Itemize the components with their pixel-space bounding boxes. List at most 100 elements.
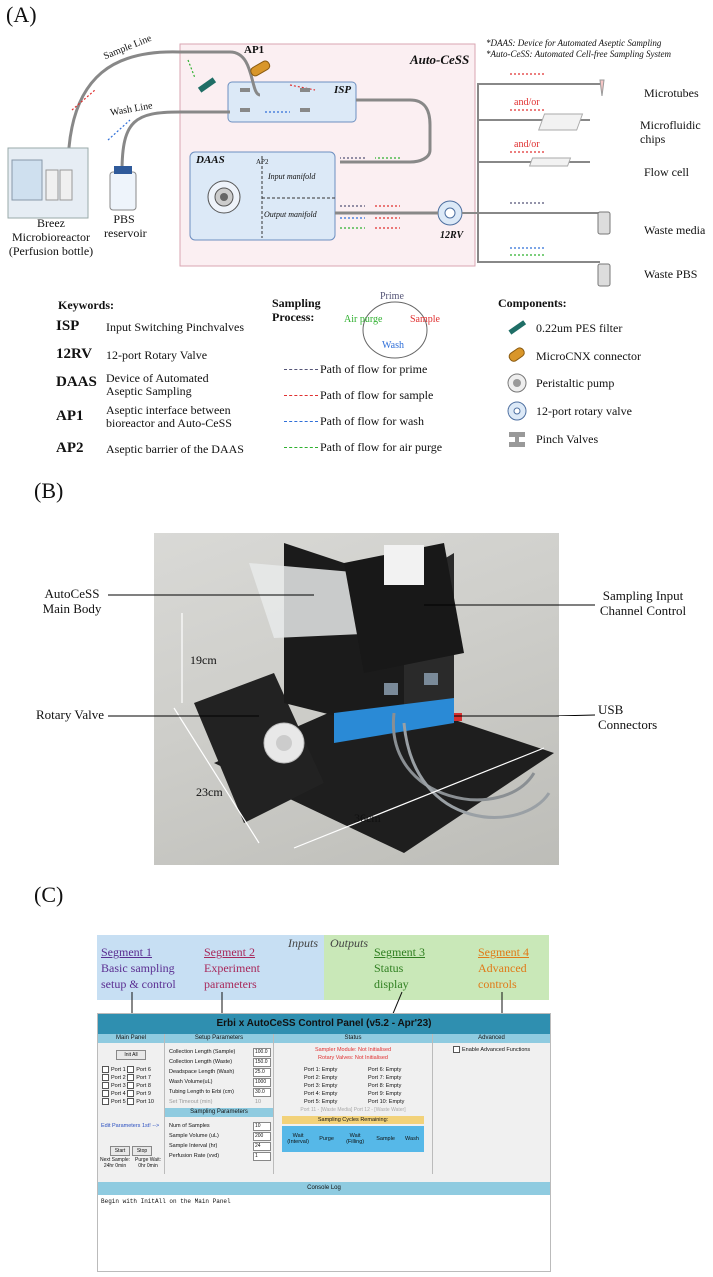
edit-parameters-link[interactable]: Edit Parameters 1st! --> (101, 1123, 160, 1129)
console-log[interactable]: Begin with InitAll on the Main Panel (98, 1195, 550, 1271)
daas-label: DAAS (196, 154, 225, 166)
rotary-valve-label: Rotary Valve (36, 707, 104, 722)
port-checkboxes: Port 1 Port 6 Port 2 Port 7 Port 3 Port … (102, 1066, 164, 1106)
port-2-checkbox[interactable] (102, 1074, 109, 1082)
tubing-length-input[interactable]: 30.0 (253, 1088, 271, 1097)
dim-width: 36cm (354, 811, 381, 825)
rotary-valve-icon (507, 401, 527, 421)
cycle-air: Air purge (344, 314, 383, 325)
segment-4: Segment 4 Advanced controls (478, 945, 529, 991)
collection-sample-input[interactable]: 100.0 (253, 1048, 271, 1057)
ap1-label: AP1 (244, 44, 265, 56)
isp-label: ISP (334, 84, 352, 96)
sample-interval-input[interactable]: 24 (253, 1142, 271, 1151)
port-4-checkbox[interactable] (102, 1090, 109, 1098)
wash-volume-input[interactable]: 1000 (253, 1078, 271, 1087)
inputs-label: Inputs (288, 936, 318, 950)
console-header: Console Log (98, 1182, 550, 1195)
outputs-label: Outputs (330, 936, 369, 950)
components-title: Components: (498, 296, 567, 310)
segment-3: Segment 3 Status display (374, 945, 425, 991)
status-header: Status (274, 1034, 432, 1043)
schematic-notes: *DAAS: Device for Automated Aseptic Samp… (486, 38, 671, 59)
deadspace-input[interactable]: 25.0 (253, 1068, 271, 1077)
panel-b-label: (B) (34, 478, 64, 503)
segment-pointers (131, 991, 503, 1017)
cycle-prime: Prime (380, 291, 404, 302)
pump-icon (507, 373, 527, 393)
num-samples-input[interactable]: 10 (253, 1122, 271, 1131)
output-flow-cell: Flow cell (644, 165, 689, 179)
process-title: Sampling Process: (272, 296, 321, 324)
purge-wait: Purge Wait:0hr 0min (135, 1157, 161, 1169)
advanced-header: Advanced (433, 1034, 550, 1043)
sample-volume-input[interactable]: 200 (253, 1132, 271, 1141)
dim-height: 19cm (190, 653, 217, 667)
timeout-value: 10 (255, 1099, 262, 1105)
outputs-area (324, 935, 549, 1000)
keywords-title: Keywords: (58, 298, 114, 312)
port-7-checkbox[interactable] (127, 1074, 135, 1082)
enable-advanced[interactable]: Enable Advanced Functions (453, 1046, 530, 1054)
pinch-valve-icon (509, 432, 525, 447)
setup-parameters-header: Setup Parameters (165, 1034, 273, 1043)
output-waste-pbs: Waste PBS (644, 267, 698, 281)
output-microtubes: Microtubes (644, 86, 699, 100)
port-6-checkbox[interactable] (127, 1066, 135, 1074)
stop-button[interactable]: Stop (132, 1146, 152, 1156)
output-manifold-label: Output manifold (264, 210, 317, 219)
input-manifold-label: Input manifold (268, 172, 316, 181)
cycle-sample: Sample (410, 314, 440, 325)
panel-c-label: (C) (34, 882, 64, 907)
inputs-area (97, 935, 324, 1000)
cycle-wash: Wash (382, 340, 404, 351)
control-panel-window: Erbi x AutoCeSS Control Panel (v5.2 - Ap… (97, 1013, 551, 1272)
connector-icon (508, 347, 525, 362)
main-panel-header: Main Panel (98, 1034, 164, 1043)
output-microfluidic: Microfluidic chips (640, 118, 701, 146)
collection-waste-input[interactable]: 150.0 (253, 1058, 271, 1067)
status-panel: Status Sampler Module: Not Initialised R… (274, 1034, 433, 1174)
port-9-checkbox[interactable] (127, 1090, 135, 1098)
autocess-title: Auto-CeSS (410, 52, 470, 67)
init-all-button[interactable]: Init All (116, 1050, 146, 1060)
panel-a-label: (A) (6, 2, 37, 27)
sampling-parameters-header: Sampling Parameters (165, 1108, 273, 1117)
setup-rows: Collection Length (Sample)100.0 Collecti… (169, 1048, 271, 1106)
output-waste-media: Waste media (644, 223, 706, 237)
isp-box (227, 81, 357, 123)
dim-depth: 23cm (196, 785, 223, 799)
port-10-checkbox[interactable] (127, 1098, 135, 1106)
segment-1: Segment 1 Basic sampling setup & control (101, 945, 176, 991)
main-panel: Main Panel Init All Port 1 Port 6 Port 2… (98, 1034, 165, 1174)
and-or-2: and/or (514, 139, 540, 150)
enable-advanced-checkbox[interactable] (453, 1046, 460, 1054)
segment-2: Segment 2 Experiment parameters (204, 945, 260, 991)
device-photo: 19cm 23cm 36cm (154, 533, 559, 865)
right-pointer-lines (555, 604, 595, 716)
cycle-steps: Wait (Interval) Purge Wait (Filling) Sam… (282, 1126, 424, 1152)
port-5-checkbox[interactable] (102, 1098, 109, 1106)
process-cycle (362, 301, 428, 359)
waste-ports: Port 11 - [Waste Media] Port 12 - [Waste… (300, 1107, 406, 1113)
ap2-label: AP2 (256, 158, 269, 166)
port-8-checkbox[interactable] (127, 1082, 135, 1090)
port-1-checkbox[interactable] (102, 1066, 109, 1074)
system-schematic (7, 43, 611, 287)
next-sample: Next Sample:24hr 0min (100, 1157, 131, 1169)
advanced-panel: Advanced Enable Advanced Functions (433, 1034, 550, 1174)
setup-parameters-panel: Setup Parameters Collection Length (Samp… (165, 1034, 274, 1174)
status-messages: Sampler Module: Not Initialised Rotary V… (314, 1047, 392, 1061)
perfusion-rate-input[interactable]: 1 (253, 1152, 271, 1161)
rv-label: 12RV (440, 230, 464, 241)
start-button[interactable]: Start (110, 1146, 130, 1156)
port-3-checkbox[interactable] (102, 1082, 109, 1090)
filter-icon (508, 320, 527, 335)
left-pointer-lines (108, 594, 158, 717)
